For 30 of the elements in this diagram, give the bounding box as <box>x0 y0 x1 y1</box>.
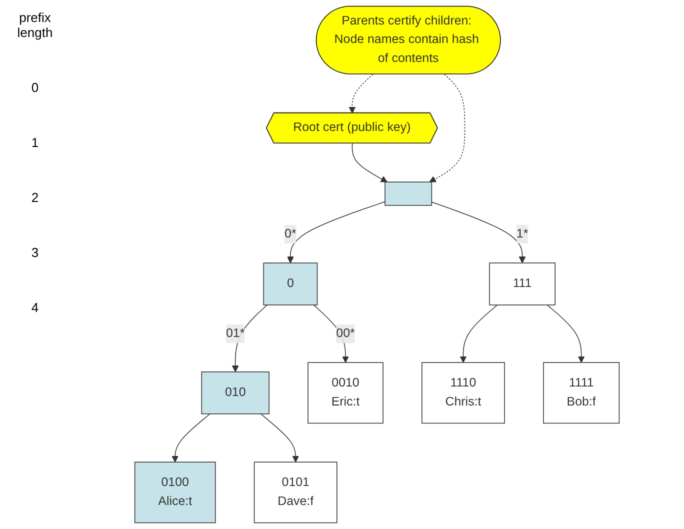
arrow <box>460 304 498 363</box>
arrow <box>260 413 300 462</box>
node-box: 0100 Alice:t <box>134 462 216 524</box>
edge-label: 00* <box>336 326 355 340</box>
level-label: 4 <box>31 300 39 315</box>
arrow <box>172 413 210 462</box>
arrow <box>431 202 526 264</box>
level-label: 1 <box>31 135 39 150</box>
node-box: 0010 Eric:t <box>308 362 384 424</box>
node-box: 0101 Dave:f <box>254 462 338 524</box>
arrow <box>352 143 388 182</box>
edge-label: 01* <box>226 326 245 340</box>
node-box: 111 <box>489 262 556 306</box>
level-label: 3 <box>31 245 39 260</box>
node-box: 010 <box>201 371 270 414</box>
level-label: 0 <box>31 80 39 95</box>
arrow <box>348 74 374 114</box>
level-label: prefix length <box>16 10 54 40</box>
node-box: 1111 Bob:f <box>543 362 620 424</box>
arrow <box>287 201 386 264</box>
node-box: 1110 Chris:t <box>422 362 505 424</box>
edge-label: 0* <box>284 227 296 240</box>
node-box <box>384 182 432 206</box>
level-label: 2 <box>31 190 39 205</box>
arrow <box>429 74 466 182</box>
node-box: 0 <box>263 262 318 306</box>
arrow <box>232 304 268 372</box>
arrow <box>546 304 585 363</box>
edge-label: 1* <box>516 227 528 240</box>
arrow <box>313 304 349 363</box>
